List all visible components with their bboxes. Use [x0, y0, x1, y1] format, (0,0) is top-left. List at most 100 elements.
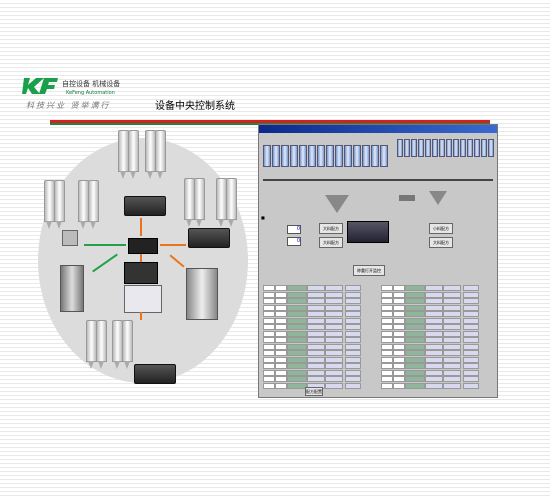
table-cell[interactable] [345, 356, 361, 363]
table-cell[interactable] [381, 343, 393, 350]
table-cell[interactable] [425, 337, 443, 343]
table-cell[interactable] [425, 382, 443, 389]
monitor-button[interactable]: 称重打开监控 [353, 265, 385, 276]
table-cell[interactable] [275, 298, 287, 304]
table-cell[interactable] [463, 356, 479, 363]
config-button[interactable]: 配方配置 [305, 387, 323, 396]
formula-button[interactable]: 大料配方 [319, 223, 343, 234]
table-cell[interactable] [287, 304, 307, 311]
table-cell[interactable] [345, 324, 361, 330]
table-cell[interactable] [381, 317, 393, 324]
table-cell[interactable] [425, 356, 443, 363]
table-cell[interactable] [381, 324, 393, 330]
table-cell[interactable] [443, 311, 461, 317]
table-cell[interactable] [443, 330, 461, 337]
table-cell[interactable] [425, 350, 443, 356]
table-cell[interactable] [463, 330, 479, 337]
table-cell[interactable] [325, 330, 343, 337]
table-cell[interactable] [325, 311, 343, 317]
table-cell[interactable] [345, 343, 361, 350]
table-cell[interactable] [345, 298, 361, 304]
table-cell[interactable] [443, 337, 461, 343]
table-cell[interactable] [287, 343, 307, 350]
table-cell[interactable] [405, 330, 425, 337]
table-cell[interactable] [393, 356, 405, 363]
table-cell[interactable] [263, 382, 275, 389]
table-cell[interactable] [275, 376, 287, 382]
table-cell[interactable] [307, 350, 325, 356]
table-cell[interactable] [425, 343, 443, 350]
table-cell[interactable] [381, 285, 393, 291]
table-cell[interactable] [405, 356, 425, 363]
table-cell[interactable] [393, 317, 405, 324]
table-cell[interactable] [325, 337, 343, 343]
table-cell[interactable] [345, 317, 361, 324]
table-cell[interactable] [275, 369, 287, 376]
table-cell[interactable] [307, 304, 325, 311]
table-cell[interactable] [425, 330, 443, 337]
table-cell[interactable] [381, 311, 393, 317]
table-cell[interactable] [325, 356, 343, 363]
table-cell[interactable] [325, 285, 343, 291]
table-cell[interactable] [307, 376, 325, 382]
table-cell[interactable] [405, 363, 425, 369]
table-cell[interactable] [307, 324, 325, 330]
table-cell[interactable] [381, 291, 393, 298]
table-cell[interactable] [425, 369, 443, 376]
table-cell[interactable] [263, 311, 275, 317]
table-cell[interactable] [325, 317, 343, 324]
table-cell[interactable] [405, 369, 425, 376]
table-cell[interactable] [275, 356, 287, 363]
table-cell[interactable] [275, 311, 287, 317]
table-cell[interactable] [405, 291, 425, 298]
table-cell[interactable] [443, 356, 461, 363]
table-cell[interactable] [287, 285, 307, 291]
table-cell[interactable] [443, 350, 461, 356]
table-cell[interactable] [381, 369, 393, 376]
table-cell[interactable] [275, 304, 287, 311]
table-cell[interactable] [425, 363, 443, 369]
table-cell[interactable] [325, 324, 343, 330]
table-cell[interactable] [463, 285, 479, 291]
table-cell[interactable] [425, 291, 443, 298]
table-cell[interactable] [405, 350, 425, 356]
table-cell[interactable] [463, 324, 479, 330]
table-cell[interactable] [263, 291, 275, 298]
table-cell[interactable] [287, 311, 307, 317]
table-cell[interactable] [463, 382, 479, 389]
table-cell[interactable] [381, 337, 393, 343]
table-cell[interactable] [405, 337, 425, 343]
table-cell[interactable] [405, 317, 425, 324]
table-cell[interactable] [463, 311, 479, 317]
formula-button[interactable]: 大料配方 [429, 237, 453, 248]
table-cell[interactable] [393, 369, 405, 376]
table-cell[interactable] [393, 330, 405, 337]
table-cell[interactable] [381, 304, 393, 311]
table-cell[interactable] [325, 343, 343, 350]
table-cell[interactable] [307, 317, 325, 324]
table-cell[interactable] [425, 376, 443, 382]
table-cell[interactable] [393, 285, 405, 291]
table-cell[interactable] [275, 330, 287, 337]
table-cell[interactable] [443, 298, 461, 304]
table-cell[interactable] [307, 337, 325, 343]
table-cell[interactable] [275, 285, 287, 291]
table-cell[interactable] [307, 311, 325, 317]
table-cell[interactable] [381, 330, 393, 337]
table-cell[interactable] [307, 363, 325, 369]
table-cell[interactable] [381, 376, 393, 382]
table-cell[interactable] [381, 363, 393, 369]
table-cell[interactable] [345, 350, 361, 356]
table-cell[interactable] [443, 363, 461, 369]
table-cell[interactable] [287, 291, 307, 298]
weight-field-2[interactable]: 0 [287, 237, 301, 246]
table-cell[interactable] [405, 298, 425, 304]
table-cell[interactable] [443, 369, 461, 376]
table-cell[interactable] [307, 285, 325, 291]
table-cell[interactable] [287, 324, 307, 330]
table-cell[interactable] [263, 330, 275, 337]
table-cell[interactable] [425, 324, 443, 330]
table-cell[interactable] [345, 311, 361, 317]
table-cell[interactable] [325, 298, 343, 304]
table-cell[interactable] [393, 304, 405, 311]
